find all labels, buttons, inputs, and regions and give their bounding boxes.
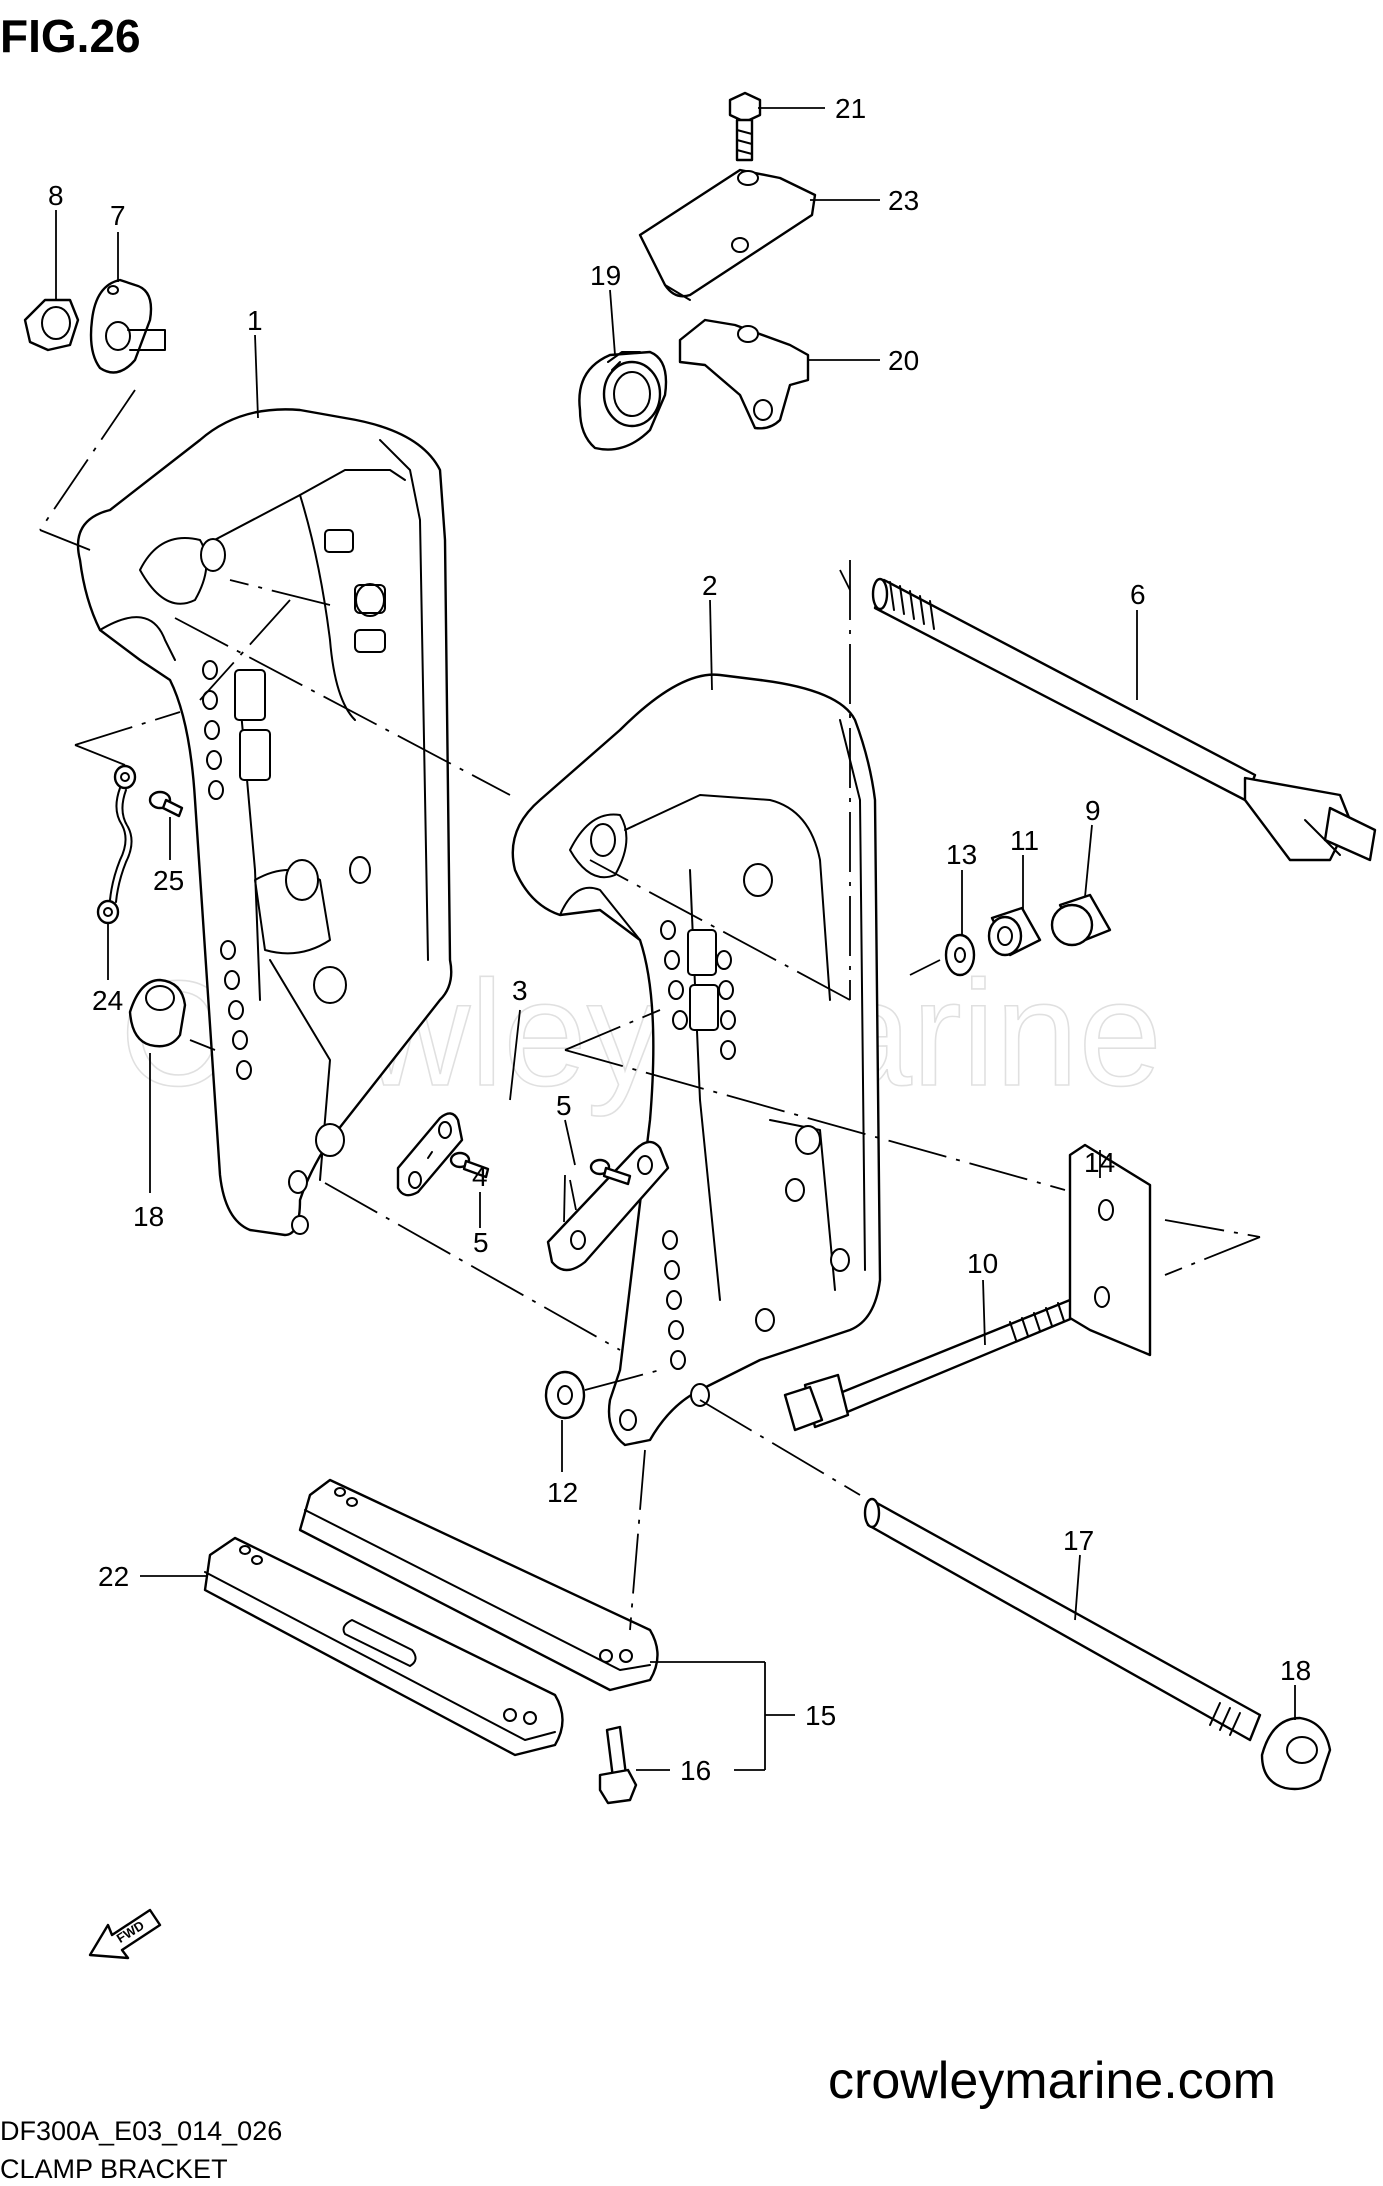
callout-14: 14 xyxy=(1084,1147,1115,1178)
figure-title: FIG.26 xyxy=(0,10,141,62)
leader-lines xyxy=(55,107,1296,1771)
part-11-nut[interactable] xyxy=(987,906,1042,957)
callout-22: 22 xyxy=(98,1561,129,1592)
callout-5a: 5 xyxy=(556,1090,572,1121)
part-1-clamp-bracket-left[interactable] xyxy=(76,408,453,1237)
callout-11: 11 xyxy=(1010,825,1039,856)
callout-15: 15 xyxy=(805,1700,836,1731)
part-21-bolt[interactable] xyxy=(728,91,762,162)
part-14-plate[interactable] xyxy=(1068,1143,1152,1357)
website-url: crowleymarine.com xyxy=(828,2052,1276,2110)
callout-numbers: 21 23 19 20 8 7 1 2 6 9 11 13 3 5 14 4 5… xyxy=(48,93,1311,1786)
callout-23: 23 xyxy=(888,185,919,216)
part-4-plate[interactable] xyxy=(546,1140,670,1272)
part-15-chafe-plate[interactable] xyxy=(298,1478,659,1692)
callout-13: 13 xyxy=(946,839,977,870)
part-8-nut[interactable] xyxy=(23,298,80,352)
callout-19: 19 xyxy=(590,260,621,291)
callout-24: 24 xyxy=(92,985,123,1016)
diagram-name: CLAMP BRACKET xyxy=(0,2154,228,2184)
part-13-washer[interactable] xyxy=(944,933,976,977)
callout-5b: 5 xyxy=(473,1227,489,1258)
part-22-chafe-plate[interactable] xyxy=(203,1536,564,1757)
callout-4: 4 xyxy=(472,1161,488,1192)
part-17-shaft[interactable] xyxy=(863,1497,1262,1742)
part-23-cover[interactable] xyxy=(638,168,817,301)
callout-2: 2 xyxy=(702,570,718,601)
callout-10: 10 xyxy=(967,1248,998,1279)
callout-8: 8 xyxy=(48,180,64,211)
part-3-plate[interactable] xyxy=(396,1112,464,1197)
callout-16: 16 xyxy=(680,1755,711,1786)
part-12-washer[interactable] xyxy=(544,1370,586,1420)
part-9-bushing[interactable] xyxy=(1050,893,1112,947)
part-5-screw-lower[interactable] xyxy=(449,1151,490,1179)
callout-3: 3 xyxy=(512,975,528,1006)
part-25-screw[interactable] xyxy=(148,790,184,818)
callout-18b: 18 xyxy=(1280,1655,1311,1686)
callout-1: 1 xyxy=(247,305,263,336)
diagram-code: DF300A_E03_014_026 xyxy=(0,2116,282,2146)
fwd-arrow-icon: FWD xyxy=(88,1908,162,1960)
callout-12: 12 xyxy=(547,1477,578,1508)
part-19-grommet[interactable] xyxy=(578,350,668,451)
part-16-bolt[interactable] xyxy=(598,1725,638,1805)
part-7-gasket[interactable] xyxy=(89,278,166,374)
part-18-nut-right[interactable] xyxy=(1260,1716,1332,1791)
callout-21: 21 xyxy=(835,93,866,124)
callout-6: 6 xyxy=(1130,579,1146,610)
callout-17: 17 xyxy=(1063,1525,1094,1556)
callout-18a: 18 xyxy=(133,1201,164,1232)
part-24-lead-wire[interactable] xyxy=(96,764,137,925)
part-18-nut-left[interactable] xyxy=(128,978,187,1048)
assembly-lines xyxy=(39,389,1261,1631)
callout-20: 20 xyxy=(888,345,919,376)
callout-9: 9 xyxy=(1085,795,1101,826)
part-5-screw-upper[interactable] xyxy=(589,1158,632,1186)
part-6-tilt-tube[interactable] xyxy=(871,577,1377,862)
part-20-bracket[interactable] xyxy=(678,318,810,430)
callout-7: 7 xyxy=(110,200,126,231)
callout-25: 25 xyxy=(153,865,184,896)
